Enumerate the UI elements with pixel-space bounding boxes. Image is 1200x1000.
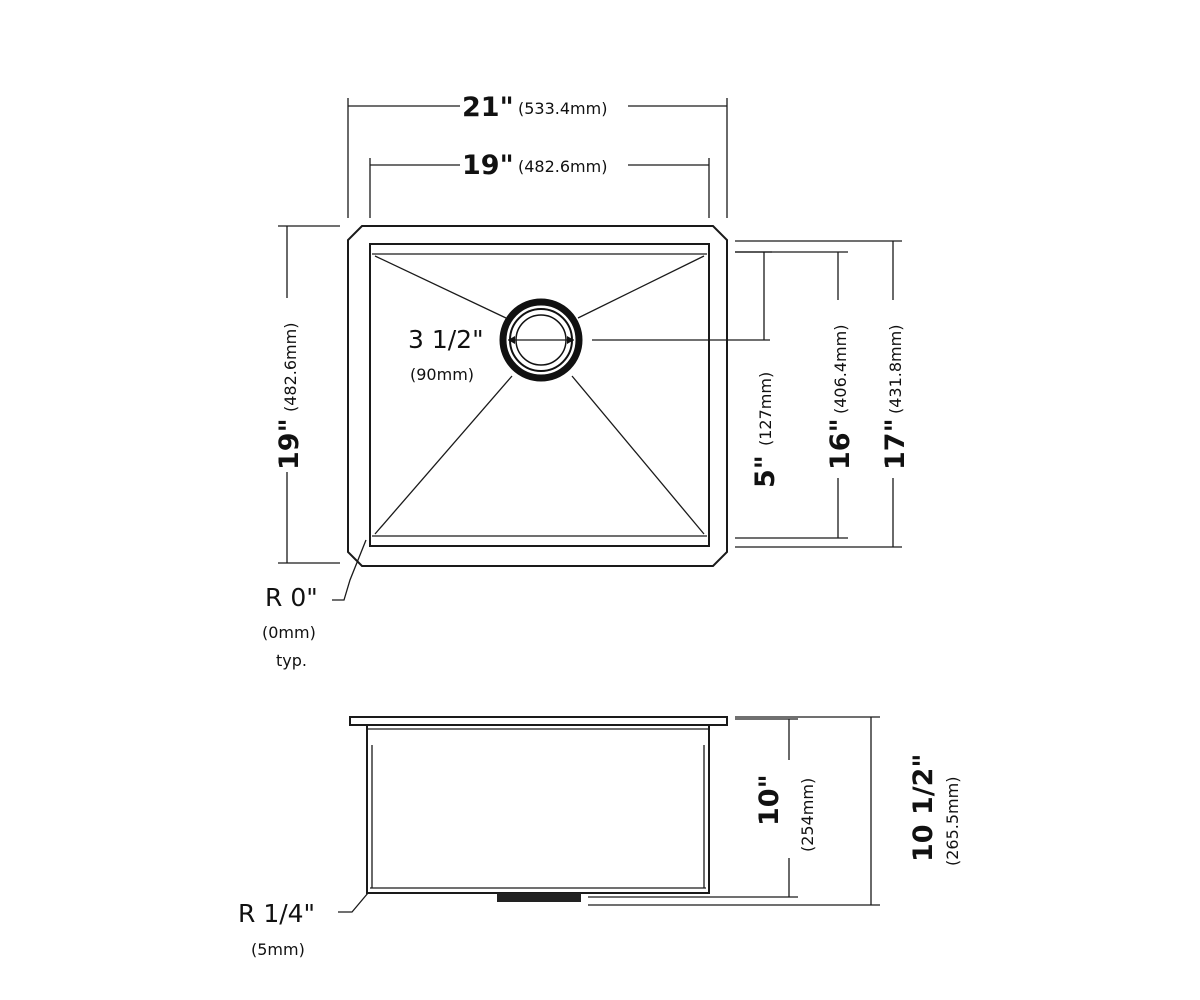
dimension-inner-width: 19" (482.6mm) (369, 150, 710, 218)
overall-depth-inch: 19" (274, 418, 305, 470)
overall-width-inch: 21" (462, 92, 514, 123)
bottom-radius-mm: (5mm) (251, 940, 305, 959)
sink-outer-rim (347, 225, 728, 567)
corner-radius-note: typ. (276, 651, 307, 670)
overall-height-inch: 10 1/2" (908, 754, 939, 862)
overall-width-mm: (533.4mm) (518, 99, 607, 118)
outer-depth-inch: 17" (880, 418, 911, 470)
dimension-bowl-depth: 10" (254mm) (588, 718, 817, 898)
bowl-depth-mm: (254mm) (798, 778, 817, 852)
drain-stub (497, 893, 581, 902)
drain-diameter-mm: (90mm) (410, 365, 474, 384)
inner-depth-mm: (406.4mm) (831, 325, 850, 414)
overall-depth-mm: (482.6mm) (281, 323, 300, 412)
dimension-drain-offset: 5" (127mm) (735, 251, 781, 488)
dimension-outer-depth: 17" (431.8mm) (735, 240, 911, 548)
dimension-overall-height: 10 1/2" (265.5mm) (588, 716, 962, 906)
corner-radius-inch: R 0" (265, 583, 318, 612)
drain-offset-inch: 5" (750, 455, 781, 488)
corner-radius-mm: (0mm) (262, 623, 316, 642)
inner-depth-inch: 16" (825, 418, 856, 470)
bowl-slope-lines (374, 255, 705, 535)
overall-height-mm: (265.5mm) (943, 777, 962, 866)
drain (499, 298, 583, 382)
inner-width-mm: (482.6mm) (518, 157, 607, 176)
drain-offset-mm: (127mm) (756, 372, 775, 446)
top-view: 21" (533.4mm) 19" (482.6mm) 19" (482.6mm… (262, 92, 911, 670)
bottom-radius-callout: R 1/4" (5mm) (238, 892, 369, 959)
sink-flange (349, 716, 728, 726)
drain-diameter-inch: 3 1/2" (408, 325, 484, 354)
dimension-inner-depth: 16" (406.4mm) (735, 251, 856, 539)
side-view: 10" (254mm) 10 1/2" (265.5mm) R 1/4" (5m… (238, 716, 962, 959)
dimension-overall-width: 21" (533.4mm) (347, 92, 728, 218)
bottom-radius-inch: R 1/4" (238, 899, 315, 928)
bowl-depth-inch: 10" (754, 774, 785, 826)
sink-inner-bowl (369, 243, 710, 547)
corner-radius-callout: R 0" (0mm) typ. (262, 539, 367, 670)
outer-depth-mm: (431.8mm) (886, 325, 905, 414)
bowl-side-profile (366, 725, 710, 894)
inner-width-inch: 19" (462, 150, 514, 181)
dimension-overall-depth: 19" (482.6mm) (274, 225, 340, 564)
